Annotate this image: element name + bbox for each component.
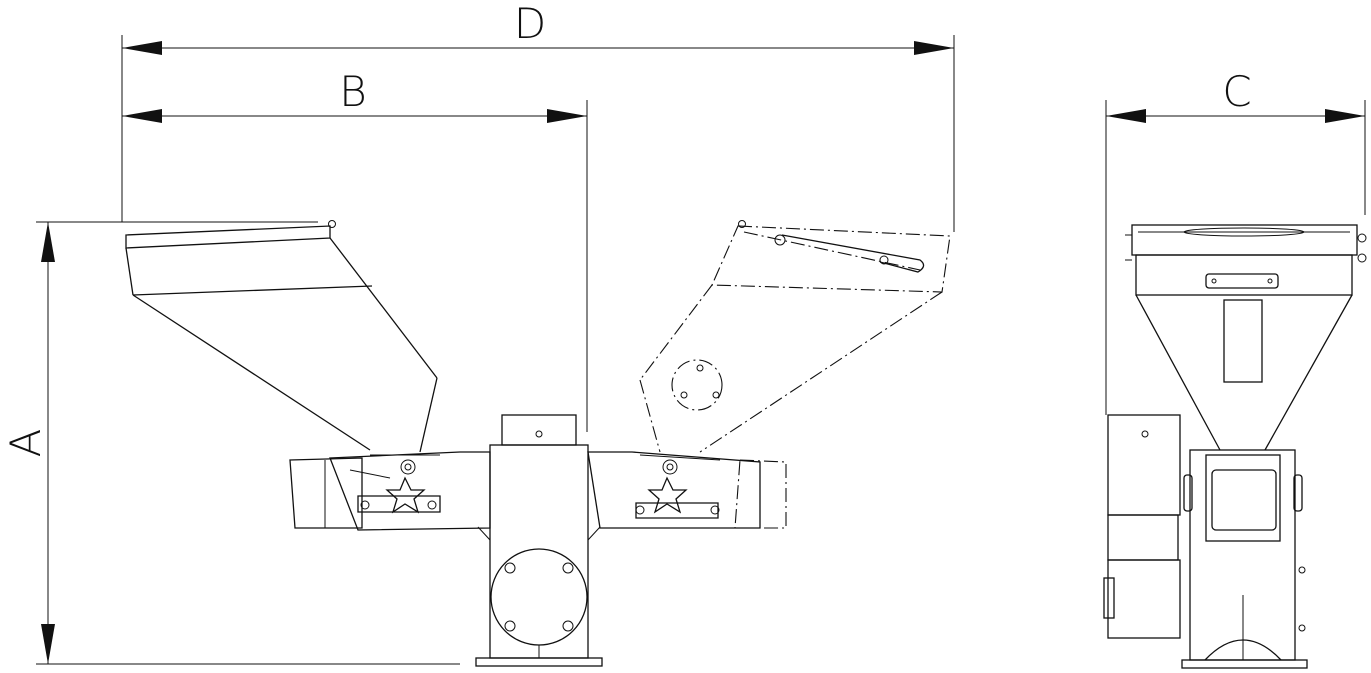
left-feeder: [289, 451, 491, 531]
left-hopper: [125, 220, 438, 453]
right-feeder: [587, 451, 787, 529]
dimension-a: A: [1, 221, 460, 665]
dimension-d-label: D: [514, 0, 546, 48]
dimension-c-label: C: [1222, 67, 1251, 116]
right-hopper-tilted: [639, 220, 951, 453]
dimension-b: B: [122, 67, 588, 432]
dimension-a-label: A: [1, 429, 50, 458]
front-view: [125, 220, 951, 667]
dimension-b-label: B: [339, 67, 367, 116]
central-body: [475, 414, 603, 667]
side-view: [1103, 224, 1367, 669]
dimension-d: D: [121, 0, 955, 232]
dimension-c: C: [1105, 67, 1366, 415]
